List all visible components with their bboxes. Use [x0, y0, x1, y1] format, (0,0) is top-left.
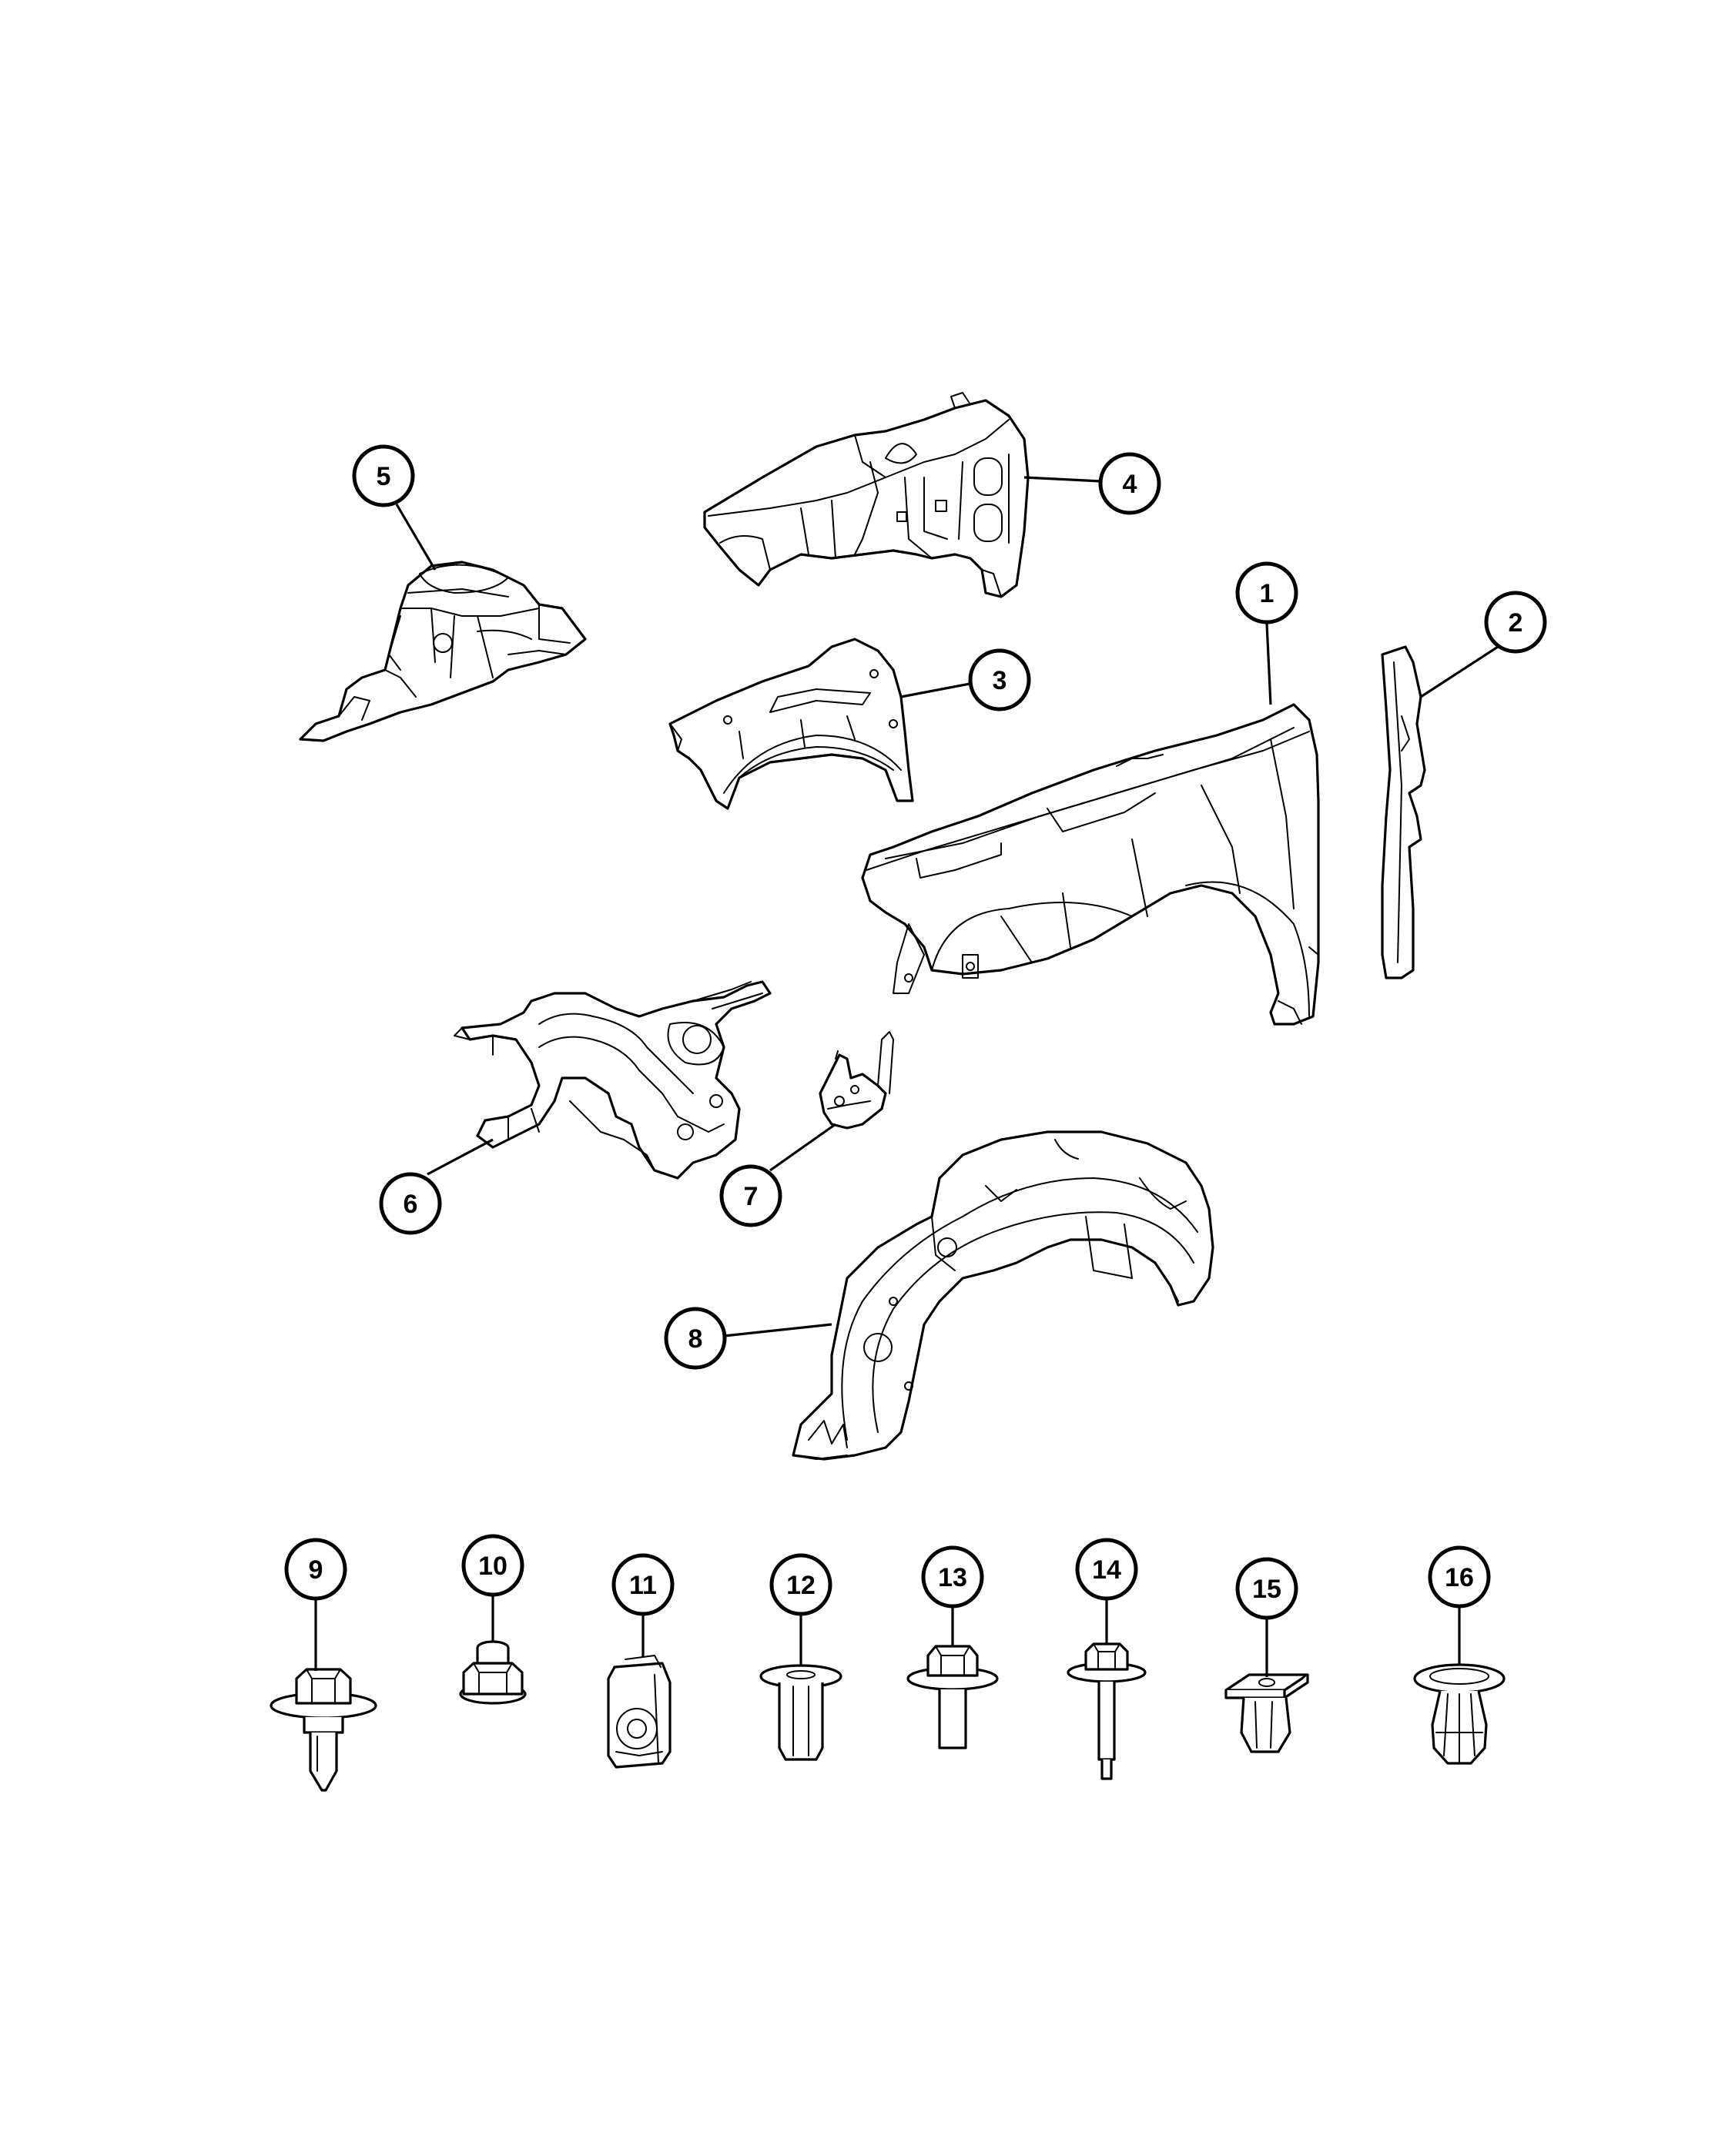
callout-3: 3: [968, 648, 1031, 711]
callout-15-label: 15: [1252, 1575, 1281, 1604]
part-10-flange-nut: [459, 1640, 527, 1705]
callout-9-label: 9: [309, 1555, 323, 1585]
part-1-front-fender: [861, 703, 1320, 1026]
leader-6: [427, 1138, 494, 1176]
callout-14: 14: [1075, 1538, 1138, 1601]
callout-14-label: 14: [1092, 1555, 1121, 1585]
callout-9: 9: [284, 1538, 347, 1601]
leader-7: [769, 1123, 836, 1172]
part-11-u-nut: [607, 1655, 672, 1769]
part-13-flange-bolt: [906, 1645, 999, 1749]
part-16-push-retainer: [1413, 1663, 1506, 1765]
leader-3: [900, 680, 983, 698]
callout-10-label: 10: [478, 1552, 507, 1581]
leader-4: [1023, 476, 1102, 483]
part-7-bracket: [819, 1031, 894, 1130]
callout-2: 2: [1484, 591, 1547, 654]
callout-12-label: 12: [786, 1571, 816, 1600]
callouts: 1 2 3 4 5 6 7 8: [284, 444, 1547, 1620]
callout-2-label: 2: [1509, 608, 1523, 638]
callout-7: 7: [719, 1164, 782, 1227]
part-3-fender-shield: [668, 638, 914, 810]
callout-13-label: 13: [938, 1563, 967, 1592]
part-2-fender-seal: [1381, 645, 1426, 979]
callout-8: 8: [664, 1307, 727, 1370]
callout-13: 13: [921, 1545, 984, 1609]
callout-1-label: 1: [1260, 579, 1274, 608]
part-6-support-bracket: [454, 980, 772, 1180]
part-8-wheelhouse-liner: [792, 1130, 1214, 1461]
leader-5: [395, 504, 437, 571]
callout-4: 4: [1098, 452, 1161, 515]
callout-7-label: 7: [744, 1182, 759, 1211]
callout-6: 6: [379, 1172, 442, 1235]
leader-lines: [314, 476, 1499, 1677]
part-5-apron-bracket: [299, 561, 587, 742]
callout-5: 5: [352, 444, 415, 507]
leader-1: [1265, 623, 1272, 705]
leader-2: [1420, 645, 1499, 698]
callout-10: 10: [461, 1534, 524, 1597]
callout-16-label: 16: [1445, 1563, 1474, 1592]
leader-8: [723, 1323, 832, 1337]
callout-5-label: 5: [377, 462, 391, 491]
callout-16: 16: [1428, 1545, 1491, 1609]
callout-11: 11: [611, 1553, 675, 1616]
part-15-push-clip: [1224, 1673, 1309, 1753]
part-4-inner-fender: [703, 392, 1030, 598]
callout-8-label: 8: [688, 1324, 703, 1354]
part-9-fastener-screw: [270, 1668, 377, 1792]
callout-6-label: 6: [404, 1190, 418, 1219]
part-14-stud-bolt: [1067, 1642, 1147, 1780]
callout-4-label: 4: [1123, 470, 1137, 499]
callout-11-label: 11: [629, 1571, 657, 1600]
callout-1: 1: [1235, 561, 1298, 624]
callout-12: 12: [769, 1553, 832, 1616]
callout-3-label: 3: [993, 666, 1007, 695]
part-12-push-nut: [759, 1664, 842, 1761]
callout-15: 15: [1235, 1557, 1298, 1620]
